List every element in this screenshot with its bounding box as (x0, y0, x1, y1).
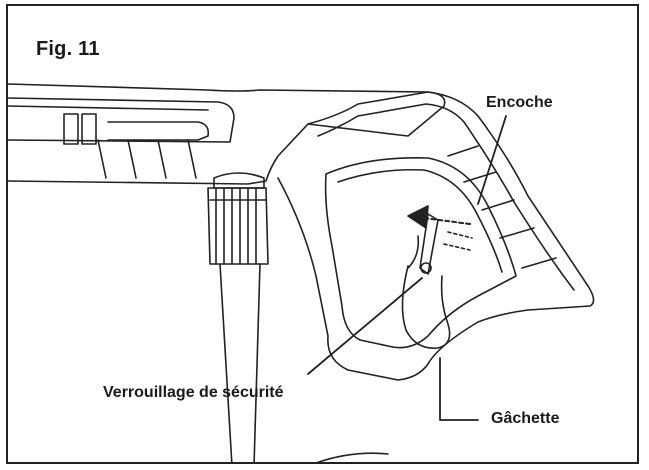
figure-frame: Fig. 11 Encoche Verrouillage de sécurité… (6, 4, 639, 464)
hose (219, 263, 261, 462)
bottom-arc (316, 452, 389, 462)
spray-gun-drawing (8, 83, 595, 462)
trigger-label: Gâchette (491, 410, 560, 427)
leader-lines (307, 115, 507, 421)
figure-title: Fig. 11 (36, 38, 100, 60)
safety-lock (419, 213, 439, 275)
notch-label: Encoche (486, 94, 553, 111)
direction-arrow (407, 205, 473, 251)
nozzle-nut (207, 172, 269, 265)
gun-barrel (8, 83, 446, 185)
trigger (401, 235, 451, 349)
safety-lock-label: Verrouillage de sécurité (103, 384, 284, 401)
gun-handle (277, 91, 595, 381)
